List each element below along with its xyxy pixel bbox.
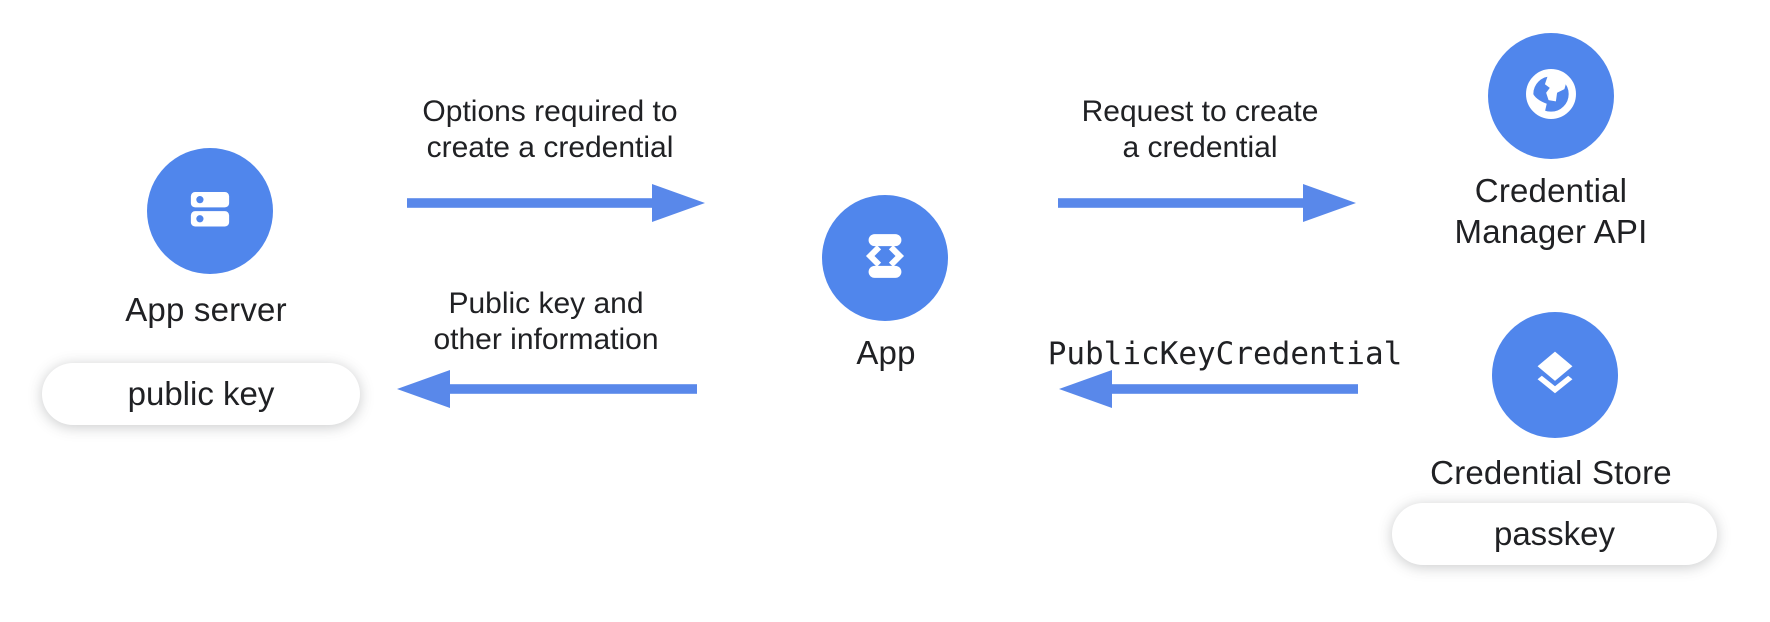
app-label: App <box>856 334 916 371</box>
globe-icon <box>1512 55 1590 138</box>
phone-code-icon <box>850 221 920 296</box>
request-create-arrow-right-icon <box>1058 181 1357 225</box>
credential-store-node <box>1492 312 1618 438</box>
request-create-arrow-label: Request to create a credential <box>1081 95 1319 164</box>
public-key-return-arrow-left-icon <box>396 367 697 411</box>
passkey-pill-label: passkey <box>1493 515 1616 552</box>
credential-manager-api-label-line2: Manager API <box>1454 213 1648 250</box>
public-key-return-arrow-label: Public key and other information <box>433 287 659 356</box>
public-key-credential-arrow-label: PublicKeyCredential <box>1047 336 1403 372</box>
credential-manager-api-node <box>1488 33 1614 159</box>
server-icon <box>176 175 244 248</box>
app-node <box>822 195 948 321</box>
options-arrow-right-icon <box>407 181 706 225</box>
layers-icon <box>1519 337 1591 414</box>
passkey-pill: passkey <box>1392 503 1717 565</box>
public-key-credential-arrow-left-icon <box>1058 367 1358 411</box>
app-server-node <box>147 148 273 274</box>
credential-store-label: Credential Store <box>1430 454 1672 491</box>
credential-manager-api-label-line1: Credential <box>1474 172 1628 209</box>
public-key-pill: public key <box>42 363 360 425</box>
credential-manager-api-label: Credential Manager API <box>1401 170 1701 252</box>
options-arrow-label: Options required to create a credential <box>422 95 678 164</box>
public-key-pill-label: public key <box>127 375 275 412</box>
app-server-label: App server <box>125 291 287 328</box>
